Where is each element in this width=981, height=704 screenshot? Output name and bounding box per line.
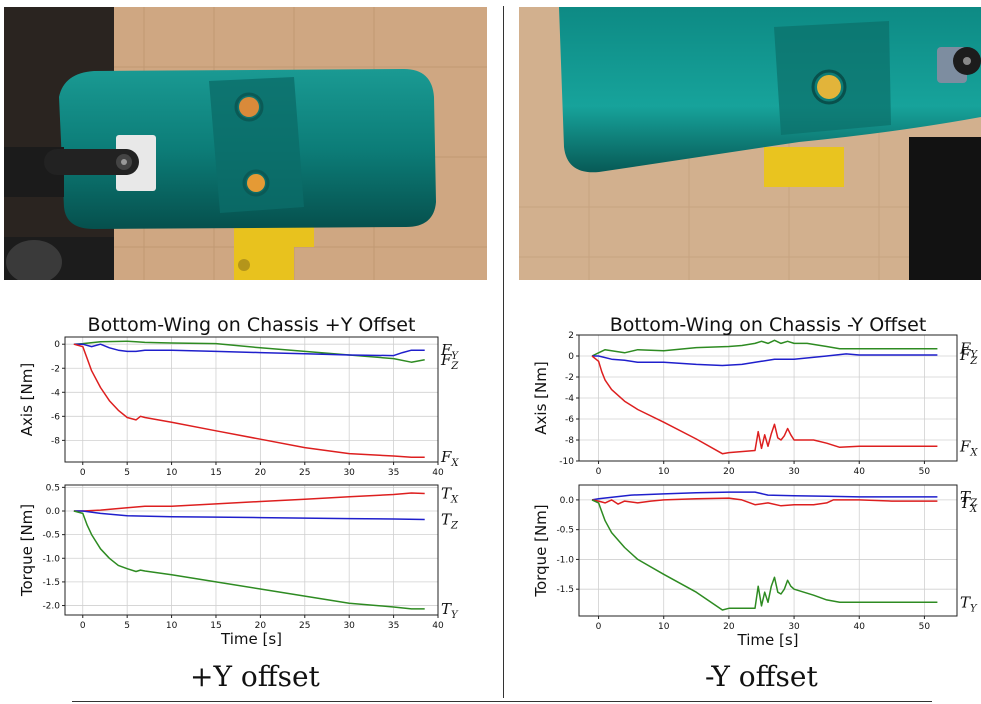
- y-axis-label: Torque [Nm]: [532, 504, 550, 597]
- x-tick-label: 20: [723, 467, 735, 477]
- photo-wing-minus-y-image: [519, 7, 981, 280]
- x-tick-label: 50: [919, 467, 931, 477]
- series-label-f-y: FY: [959, 340, 978, 361]
- y-tick-label: 2: [568, 331, 574, 341]
- x-tick-label: 25: [299, 468, 310, 478]
- y-tick-label: -2.0: [42, 602, 60, 612]
- y-tick-label: 0.0: [46, 507, 61, 517]
- y-tick-label: -1.5: [42, 578, 60, 588]
- x-axis-label: Time [s]: [737, 631, 799, 649]
- y-tick-label: -2: [51, 364, 60, 374]
- x-tick-label: 50: [919, 622, 931, 632]
- y-tick-label: -10: [559, 457, 574, 467]
- series-line-f-y: [591, 339, 938, 357]
- y-tick-label: -4: [51, 388, 60, 398]
- x-tick-label: 30: [788, 622, 800, 632]
- caption-plus-y: +Y offset: [190, 660, 320, 693]
- x-tick-label: 40: [432, 621, 444, 631]
- photo-wing-plus-y: [4, 7, 487, 280]
- x-tick-label: 30: [343, 468, 355, 478]
- y-axis-label: Axis [Nm]: [18, 363, 36, 436]
- x-tick-label: 20: [255, 468, 267, 478]
- y-tick-label: -1.0: [556, 555, 574, 565]
- x-tick-label: 15: [210, 621, 221, 631]
- x-axis-label: Time [s]: [220, 630, 282, 648]
- y-tick-label: -4: [565, 394, 574, 404]
- series-label-t-x: TX: [960, 494, 978, 515]
- series-line-f-x: [591, 355, 938, 455]
- series-label-f-z: FZ: [440, 351, 459, 372]
- x-tick-label: 35: [388, 468, 399, 478]
- y-tick-label: 0: [568, 352, 574, 362]
- x-tick-label: 10: [658, 622, 670, 632]
- series-label-f-z: FZ: [959, 346, 978, 367]
- x-tick-label: 15: [210, 468, 221, 478]
- series-label-f-x: FX: [440, 448, 459, 469]
- y-tick-label: -1.0: [42, 554, 60, 564]
- series-line-t-y: [73, 510, 425, 610]
- chart-right-torque: 0 10 20 30 40 50 0.0 -0.5 -1.0 -1.5 Torque [Nm] Tim…: [532, 484, 978, 649]
- series-line-f-z: [592, 353, 938, 367]
- photo-wing-plus-y-image: [4, 7, 487, 280]
- y-axis-label: Torque [Nm]: [18, 504, 36, 597]
- series-line-t-z: [73, 510, 425, 521]
- photo-wing-minus-y: [519, 7, 981, 280]
- plot-frame: [64, 484, 439, 616]
- x-tick-label: 20: [255, 621, 267, 631]
- y-tick-label: -8: [51, 436, 60, 446]
- y-tick-label: -8: [565, 436, 574, 446]
- series-line-f-x: [73, 343, 425, 458]
- x-tick-label: 5: [124, 621, 130, 631]
- series-line-t-y: [591, 499, 938, 611]
- x-tick-label: 0: [80, 468, 86, 478]
- series-line-t-x: [591, 497, 938, 507]
- chart-title: Bottom-Wing on Chassis -Y Offset: [610, 314, 927, 336]
- chart-left-torque: 0 5 10 15 20 25 30 35 40 0.5 0.0 -0.5 -1.0 -1.5 -2.0 To…: [18, 483, 459, 648]
- x-tick-label: 10: [658, 467, 670, 477]
- x-tick-label: 40: [432, 468, 444, 478]
- series-line-t-z: [591, 491, 938, 501]
- x-tick-label: 10: [166, 468, 178, 478]
- x-tick-label: 0: [80, 621, 86, 631]
- y-tick-label: 0.5: [46, 483, 60, 493]
- chart-left-axis: 0 5 10 15 20 25 30 35 40 0 -2 -4 -6 -8 Bottom-Wing on …: [18, 314, 459, 478]
- series-label-t-x: TX: [441, 485, 459, 506]
- chart-title: Bottom-Wing on Chassis +Y Offset: [88, 314, 416, 336]
- x-tick-label: 25: [299, 621, 310, 631]
- plot-frame: [578, 484, 958, 617]
- x-tick-label: 40: [854, 622, 866, 632]
- series-line-t-x: [73, 492, 425, 512]
- y-tick-label: -2: [565, 373, 574, 383]
- series-label-t-z: TZ: [441, 511, 459, 532]
- x-tick-label: 0: [596, 467, 602, 477]
- series-label-t-y: TY: [960, 593, 978, 614]
- series-label-f-y: FY: [440, 341, 459, 362]
- y-axis-label: Axis [Nm]: [532, 361, 550, 434]
- caption-minus-y: -Y offset: [705, 660, 818, 693]
- y-tick-label: 0: [54, 340, 60, 350]
- x-tick-label: 35: [388, 621, 399, 631]
- y-tick-label: 0.0: [560, 496, 575, 506]
- bottom-rule: [72, 701, 932, 702]
- y-tick-label: -6: [565, 415, 574, 425]
- x-tick-label: 5: [124, 468, 130, 478]
- x-tick-label: 20: [723, 622, 735, 632]
- y-tick-label: -1.5: [556, 585, 574, 595]
- plot-frame: [64, 336, 439, 463]
- x-tick-label: 30: [788, 467, 800, 477]
- series-line-f-z: [73, 340, 425, 363]
- x-tick-label: 40: [854, 467, 866, 477]
- panel-divider: [503, 6, 504, 698]
- series-label-t-z: TZ: [960, 488, 978, 509]
- x-tick-label: 0: [596, 622, 602, 632]
- x-tick-label: 30: [343, 621, 355, 631]
- series-label-f-x: FX: [959, 437, 978, 458]
- y-tick-label: -0.5: [42, 531, 60, 541]
- y-tick-label: -0.5: [556, 526, 574, 536]
- series-line-f-y: [73, 343, 425, 357]
- series-label-t-y: TY: [441, 600, 459, 621]
- y-tick-label: -6: [51, 412, 60, 422]
- x-tick-label: 10: [166, 621, 178, 631]
